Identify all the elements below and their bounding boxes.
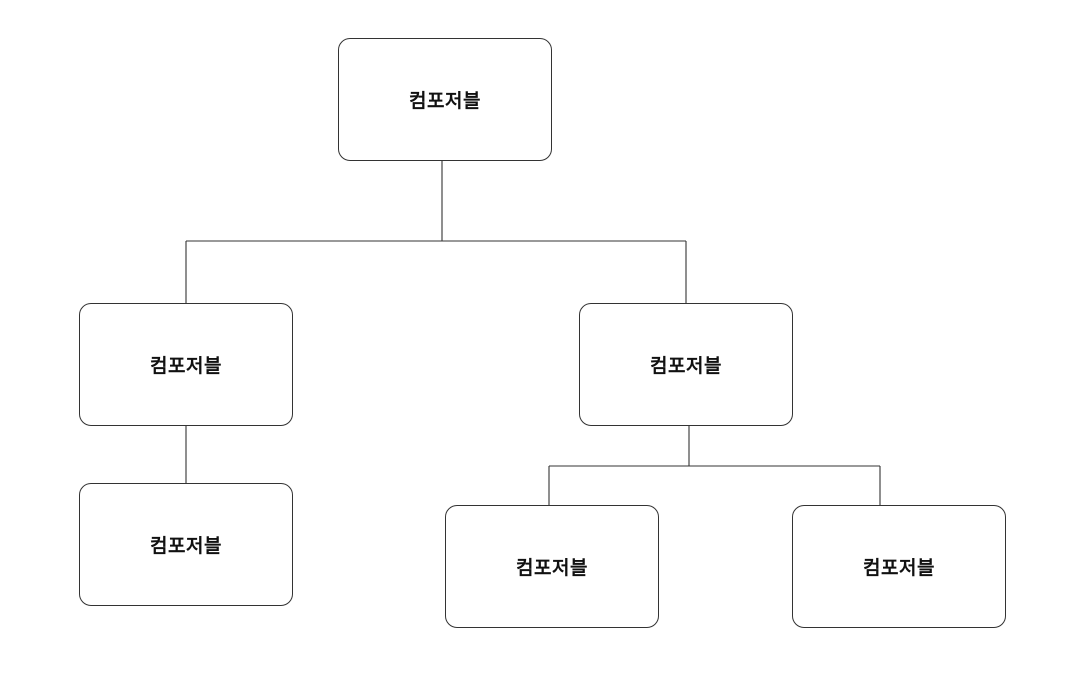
node-left: 컴포저블 bbox=[79, 303, 293, 426]
node-label: 컴포저블 bbox=[409, 90, 481, 112]
node-label: 컴포저블 bbox=[150, 535, 222, 557]
node-label: 컴포저블 bbox=[863, 557, 935, 579]
node-right: 컴포저블 bbox=[579, 303, 793, 426]
node-right-child-2: 컴포저블 bbox=[792, 505, 1006, 628]
node-left-child: 컴포저블 bbox=[79, 483, 293, 606]
node-label: 컴포저블 bbox=[650, 355, 722, 377]
node-label: 컴포저블 bbox=[516, 557, 588, 579]
node-label: 컴포저블 bbox=[150, 355, 222, 377]
node-root: 컴포저블 bbox=[338, 38, 552, 161]
node-right-child-1: 컴포저블 bbox=[445, 505, 659, 628]
